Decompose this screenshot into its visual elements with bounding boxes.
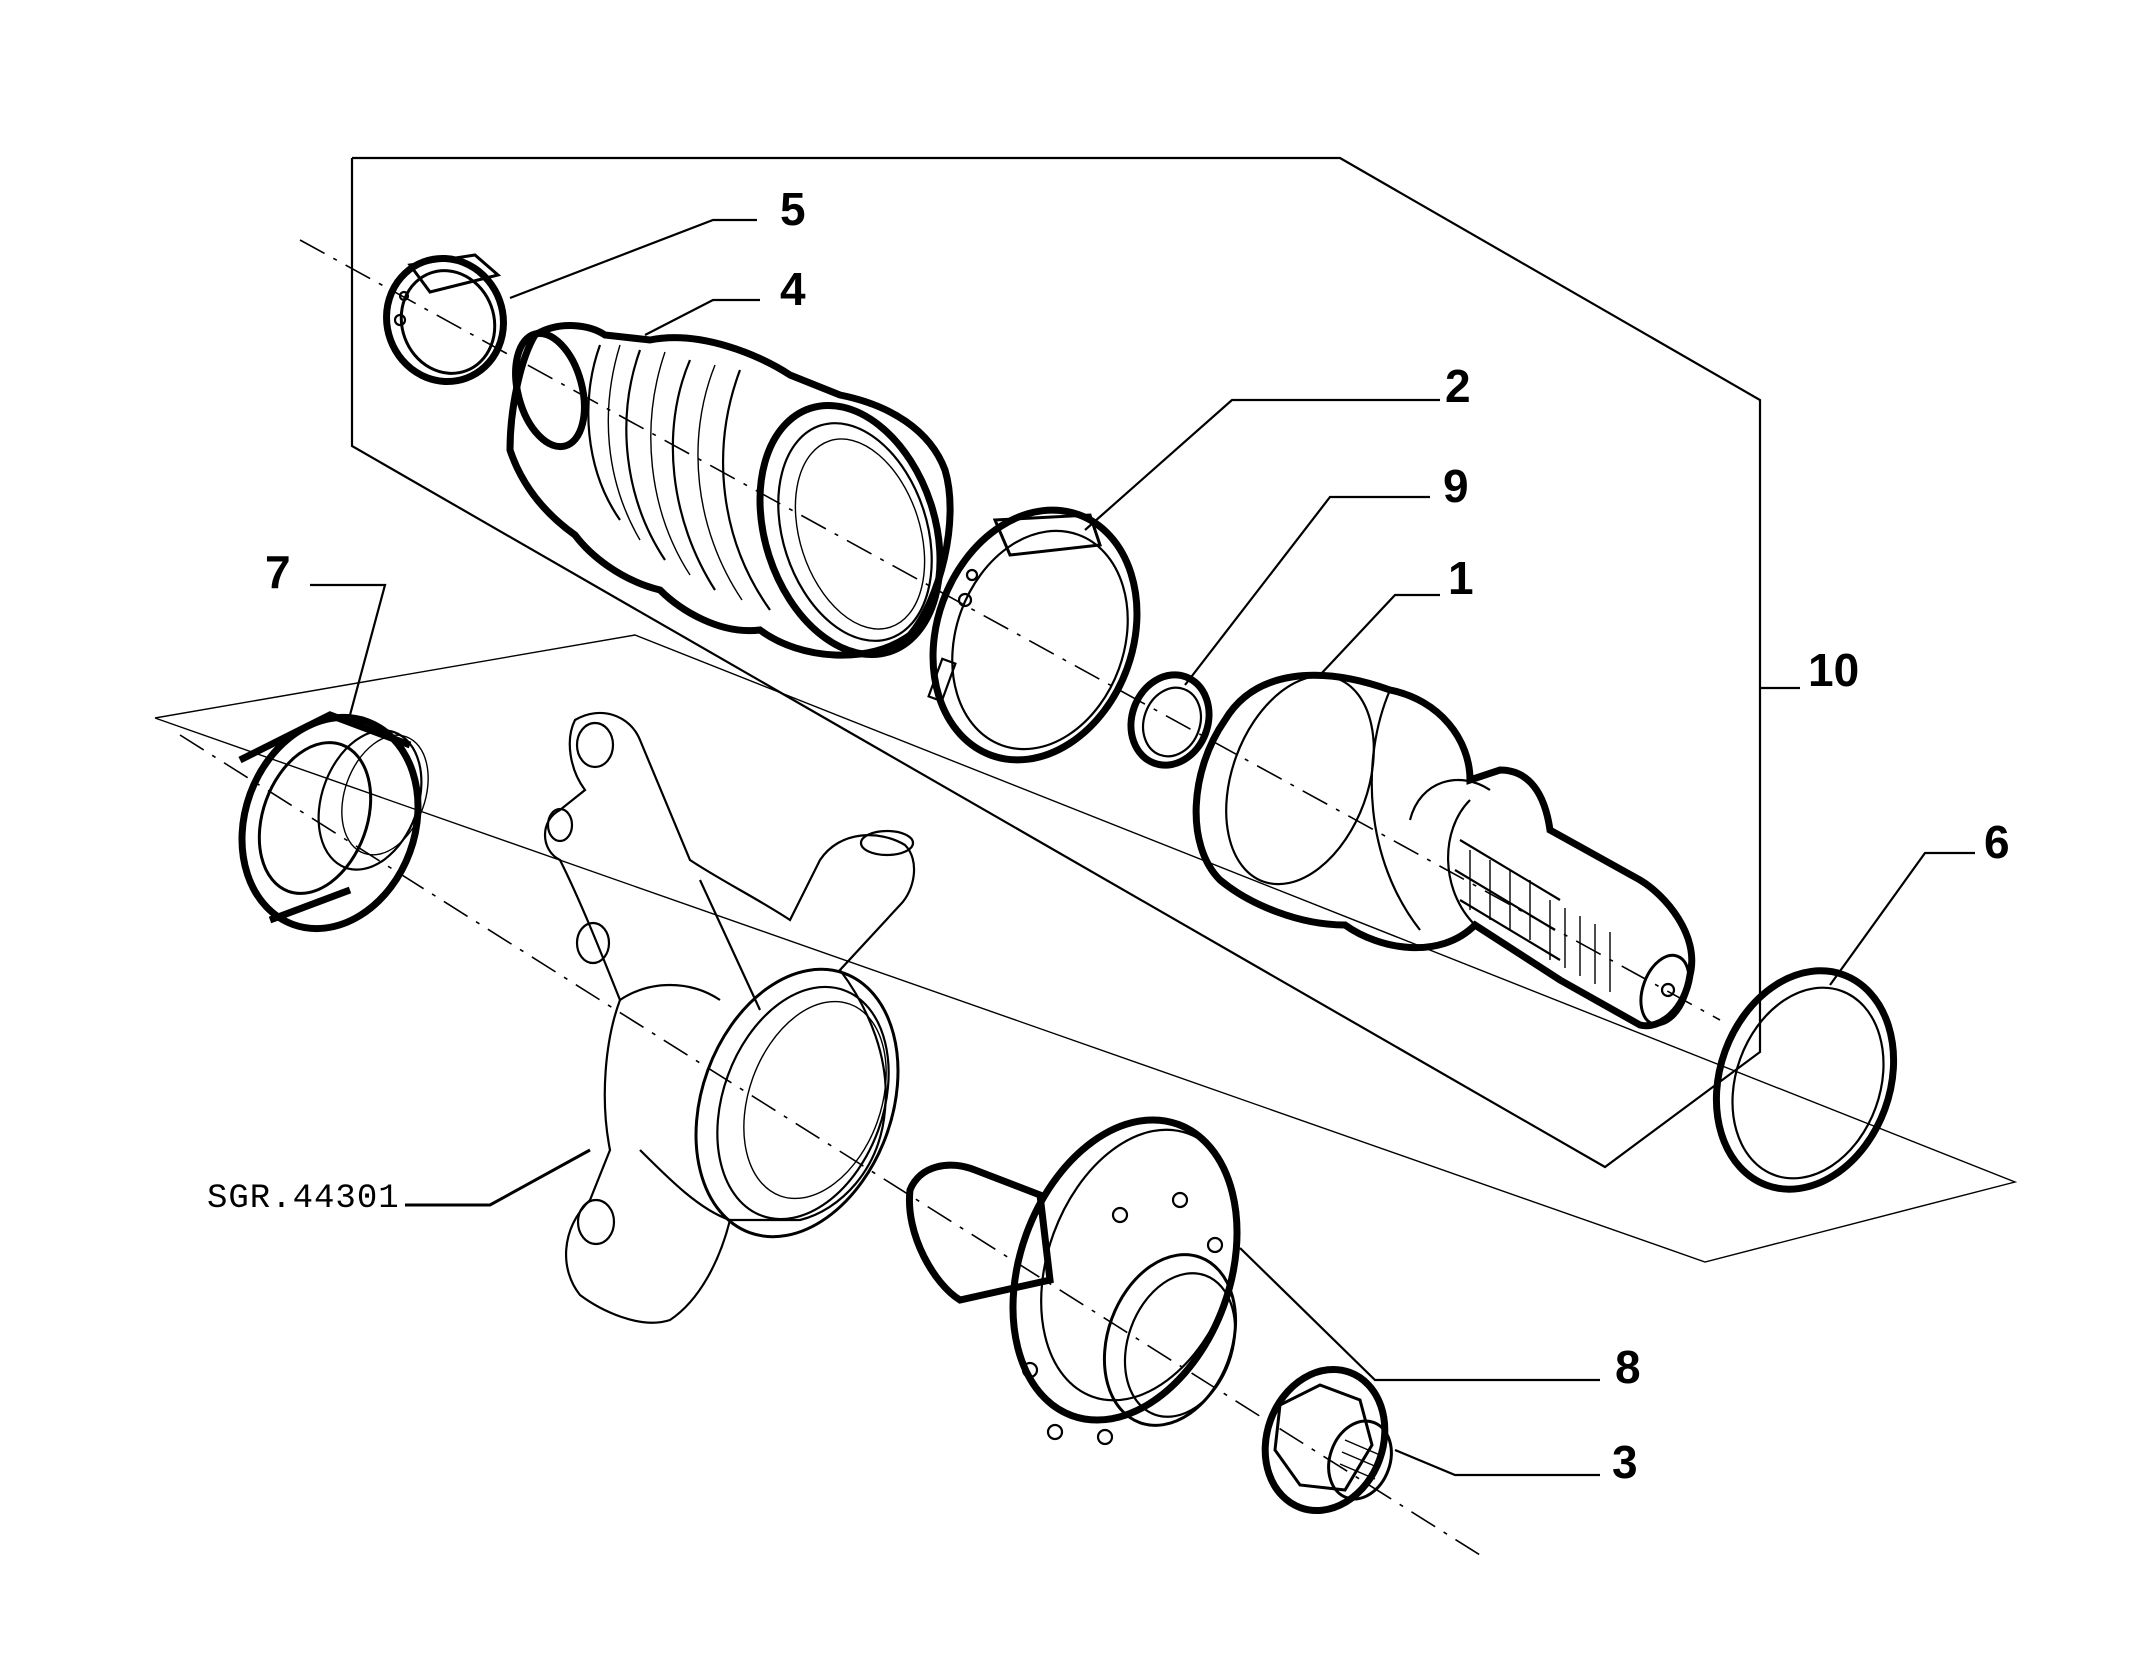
callout-9: 9 — [1443, 460, 1469, 512]
callout-2: 2 — [1445, 360, 1471, 412]
callout-10: 10 — [1808, 644, 1859, 696]
part-1-cv-joint — [1192, 671, 1696, 1030]
part-6-snap-ring — [1712, 967, 1898, 1193]
part-8-wheel-hub — [905, 1116, 1241, 1446]
part-4-boot — [506, 322, 954, 659]
leader-lines — [310, 218, 1975, 1477]
callout-1: 1 — [1448, 552, 1474, 604]
part-3-nut — [1261, 1365, 1393, 1515]
callout-3: 3 — [1612, 1436, 1638, 1488]
callout-8: 8 — [1615, 1341, 1641, 1393]
callout-5: 5 — [780, 183, 806, 235]
group-10-bracket — [350, 156, 1762, 1169]
callout-7: 7 — [265, 546, 291, 598]
callout-6: 6 — [1984, 816, 2010, 868]
center-axes — [179, 239, 1721, 1556]
part-9-circlip — [1127, 671, 1213, 769]
part-2-clamp-band — [927, 506, 1141, 764]
part-7-bearing — [238, 711, 429, 933]
reference-code: SGR.44301 — [207, 1180, 400, 1218]
callout-labels: 1 2 3 4 5 6 7 8 9 10 SGR.44301 — [207, 183, 2010, 1488]
lower-assembly-frame — [154, 634, 2018, 1263]
steering-knuckle — [544, 711, 916, 1324]
part-5-clamp — [383, 253, 507, 386]
callout-4: 4 — [780, 263, 806, 315]
